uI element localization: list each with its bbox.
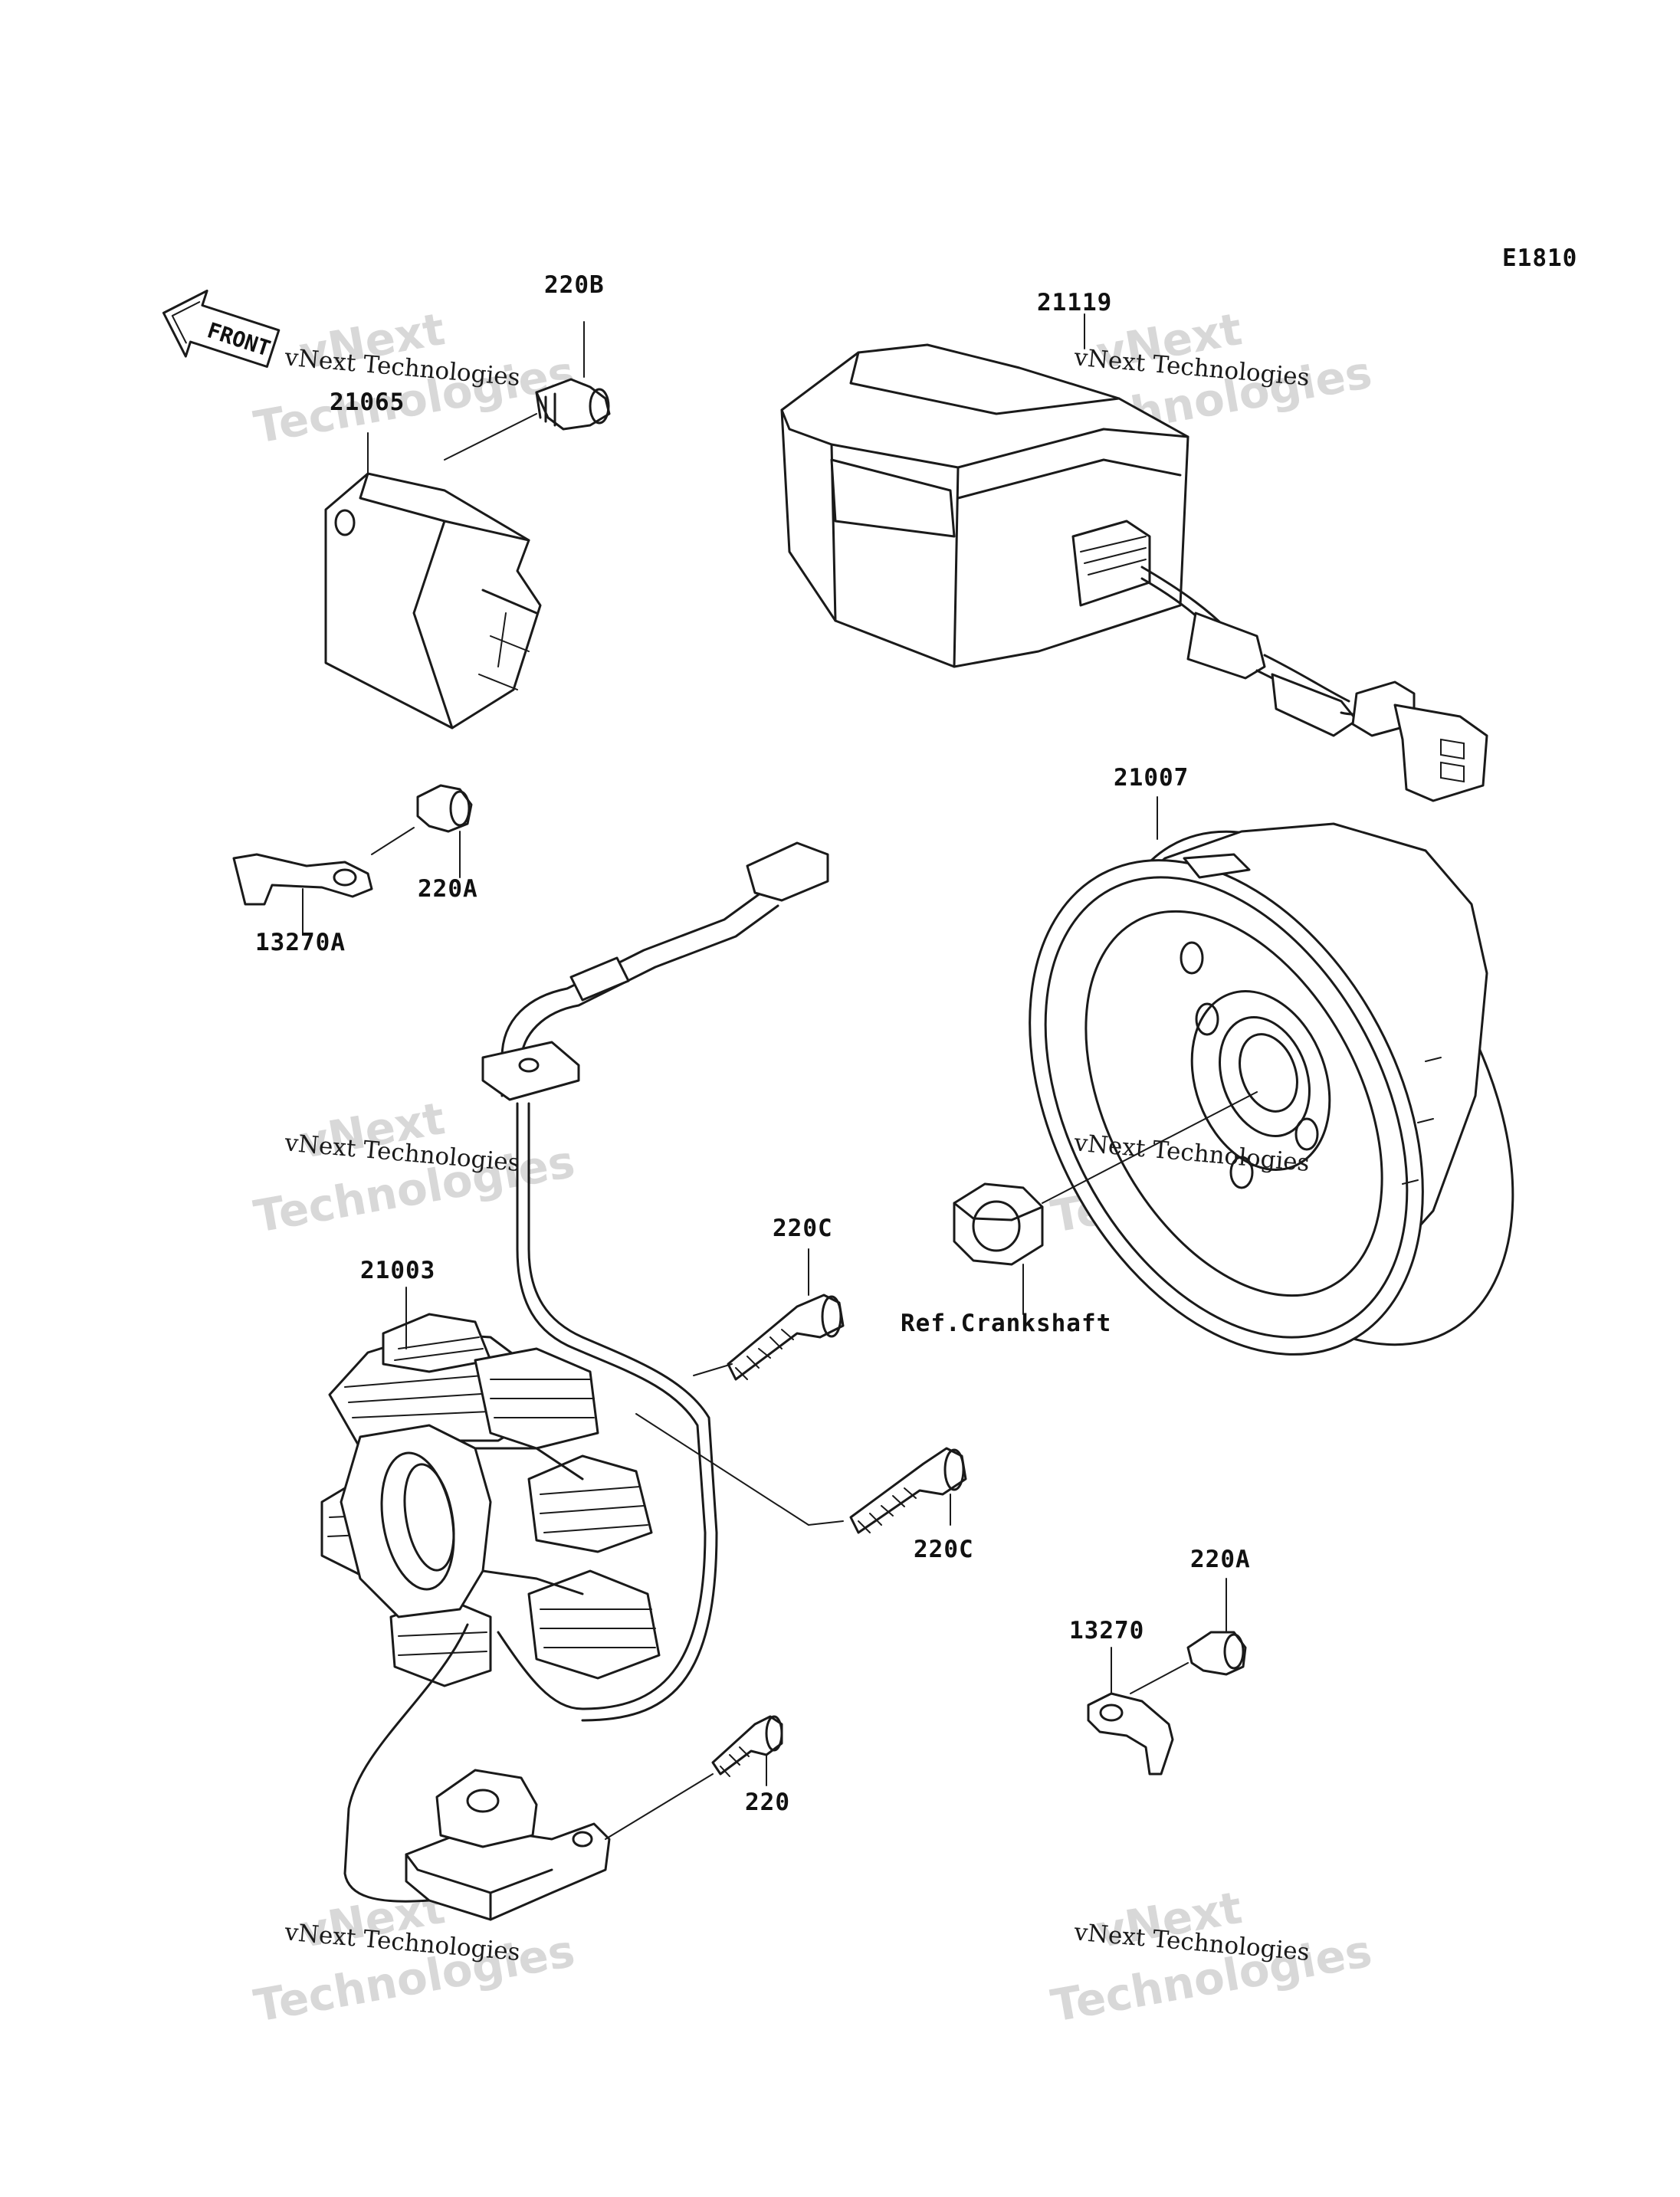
part-number-220: 220 — [745, 1789, 790, 1816]
leader-crankshaft-axis — [1042, 1091, 1258, 1204]
part-21119-regulator — [780, 343, 1189, 668]
part-number-220A-top: 220A — [418, 875, 478, 903]
part-21003-stator — [320, 841, 844, 1722]
part-number-220A-bottom: 220A — [1190, 1546, 1251, 1573]
leader-220-bolt — [605, 1773, 714, 1840]
diagram-code-label: E1810 — [1502, 244, 1577, 272]
part-number-220C-bottom: 220C — [914, 1536, 974, 1563]
part-number-13270: 13270 — [1069, 1617, 1144, 1644]
part-flywheel-nut — [953, 1182, 1044, 1266]
leader-220B — [444, 413, 537, 461]
part-number-21007: 21007 — [1114, 764, 1189, 792]
ref-crankshaft-label: Ref.Crankshaft — [901, 1310, 1111, 1337]
part-13270A-plate — [232, 853, 373, 906]
part-number-21003: 21003 — [360, 1257, 435, 1284]
part-220-bolt — [711, 1715, 783, 1777]
part-220C-bolt-top — [727, 1294, 845, 1381]
part-number-220C-top: 220C — [773, 1215, 833, 1242]
front-arrow-icon: FRONT — [162, 289, 281, 368]
part-220C-bolt-bottom — [849, 1447, 967, 1534]
part-number-220B: 220B — [544, 271, 605, 299]
part-220B-bolt — [535, 378, 611, 431]
part-21065-igniter — [324, 472, 542, 730]
regulator-cable — [1140, 566, 1488, 802]
part-number-21119: 21119 — [1037, 289, 1112, 316]
part-220A-bolt-top — [416, 784, 473, 833]
part-pickup-coil — [343, 1623, 611, 1921]
part-number-13270A: 13270A — [255, 929, 346, 956]
part-220A-bolt-bottom — [1186, 1631, 1247, 1676]
part-13270-plate — [1087, 1692, 1174, 1776]
leader-220A-top — [371, 827, 415, 855]
leader-220C-bottom — [635, 1413, 809, 1526]
part-number-21065: 21065 — [330, 389, 405, 416]
